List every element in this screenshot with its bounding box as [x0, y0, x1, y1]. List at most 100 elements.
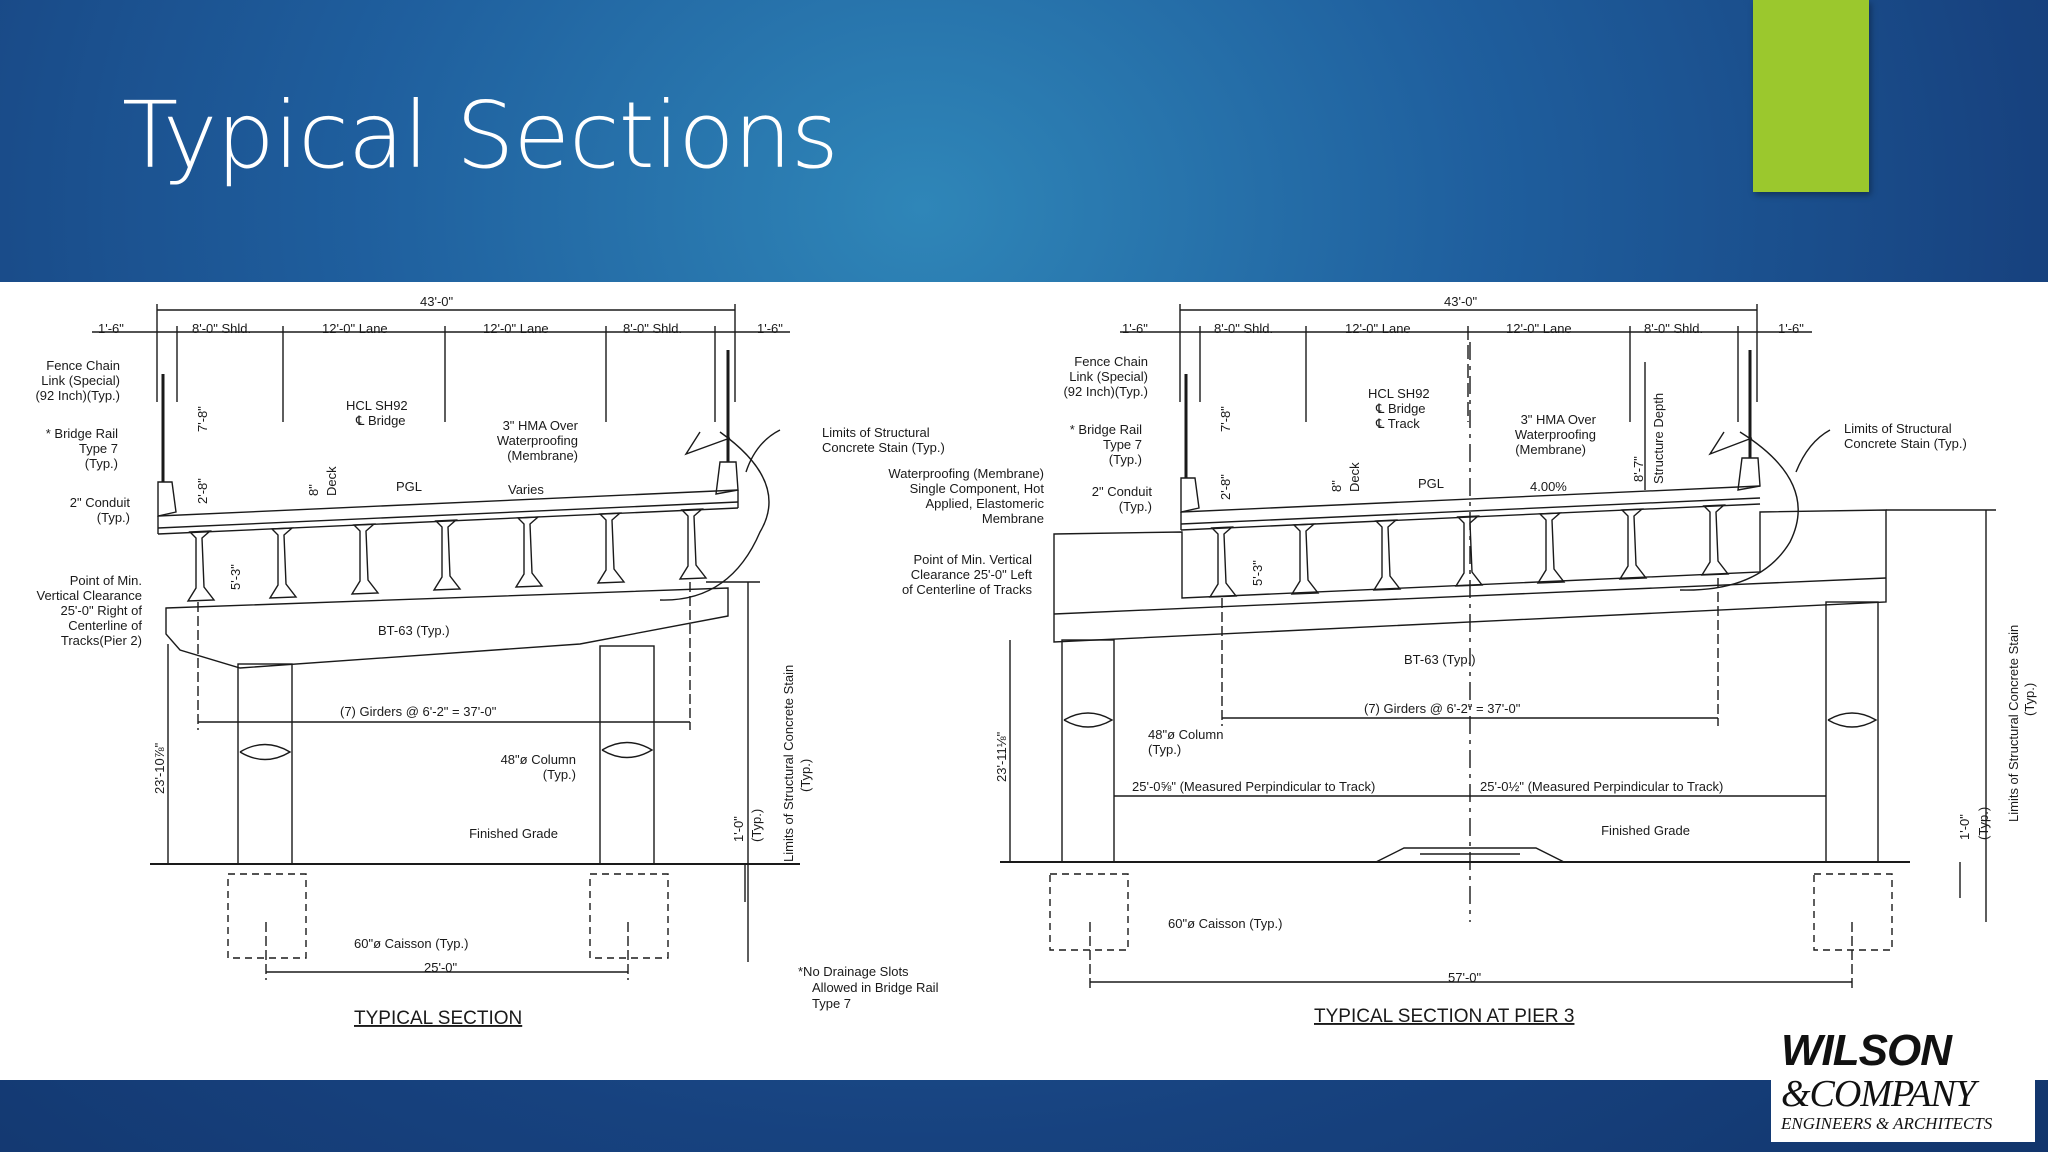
right-waterproof-label-3: Applied, Elastomeric — [926, 496, 1045, 511]
left-hcl-label-1: HCL SH92 — [346, 398, 408, 413]
left-fence-label-1: Fence Chain — [46, 358, 120, 373]
drawing-panel: 43'-0" 1'-6" 8'-0" Shld. 12'-0" Lane 12'… — [0, 282, 2048, 1080]
logo-tagline: ENGINEERS & ARCHITECTS — [1781, 1114, 1993, 1133]
right-conduit-label-1: 2" Conduit — [1092, 484, 1153, 499]
left-dim-one-ft-1: 1'-0" — [731, 816, 746, 842]
left-column-label-2: (Typ.) — [543, 767, 576, 782]
right-rail-label-2: Type 7 — [1103, 437, 1142, 452]
left-dim-height: 23'-10⅞" — [152, 742, 167, 794]
right-fence-label-1: Fence Chain — [1074, 354, 1148, 369]
right-measure-left: 25'-0⅝" (Measured Perpindicular to Track… — [1132, 779, 1375, 794]
left-hma-label-3: (Membrane) — [507, 448, 578, 463]
right-dim-top-6: 1'-6" — [1778, 321, 1804, 336]
left-fence-label-2: Link (Special) — [41, 373, 120, 388]
right-hcl-label-1: HCL SH92 — [1368, 386, 1430, 401]
right-dim-deck-2: Deck — [1347, 462, 1362, 492]
right-dim-top-4: 12'-0" Lane — [1506, 321, 1572, 336]
right-section-labels: 43'-0" 1'-6" 8'-0" Shld. 12'-0" Lane 12'… — [888, 294, 2037, 1027]
right-conduit-label-2: (Typ.) — [1119, 499, 1152, 514]
company-logo: WILSON &COMPANY ENGINEERS & ARCHITECTS — [1771, 1024, 2035, 1142]
right-limits-label-1: Limits of Structural — [1844, 421, 1952, 436]
left-overall-width: 43'-0" — [420, 294, 454, 309]
right-dim-top-5: 8'-0" Shld. — [1644, 321, 1703, 336]
right-column-label-2: (Typ.) — [1148, 742, 1181, 757]
left-hma-label-1: 3" HMA Over — [503, 418, 579, 433]
right-column-label-1: 48"ø Column — [1148, 727, 1223, 742]
right-limits-label-2: Concrete Stain (Typ.) — [1844, 436, 1967, 451]
right-slope: 4.00% — [1530, 479, 1567, 494]
left-limits-vertical-1: Limits of Structural Concrete Stain — [781, 665, 796, 862]
left-dim-spacing: 25'-0" — [424, 960, 458, 975]
right-hcl-label-3: ℄ Track — [1375, 416, 1420, 431]
right-dim-top-2: 8'-0" Shld. — [1214, 321, 1273, 336]
right-section-title: TYPICAL SECTION AT PIER 3 — [1314, 1006, 1574, 1027]
left-dim-top-4: 12'-0" Lane — [483, 321, 549, 336]
left-pgl: PGL — [396, 479, 422, 494]
left-conduit-label-2: (Typ.) — [97, 510, 130, 525]
left-clearance-label-4: Centerline of — [68, 618, 142, 633]
left-dim-fence: 7'-8" — [195, 406, 210, 432]
left-dim-deck-1: 8" — [306, 484, 321, 496]
right-girder-label: BT-63 (Typ.) — [1404, 652, 1476, 667]
logo-wilson: WILSON — [1781, 1026, 1952, 1075]
left-dim-top-6: 1'-6" — [757, 321, 783, 336]
right-dim-one-ft-2: (Typ.) — [1976, 807, 1991, 840]
left-dim-top-2: 8'-0" Shld. — [192, 321, 251, 336]
left-varies: Varies — [508, 482, 544, 497]
right-dim-fence: 7'-8" — [1218, 406, 1233, 432]
right-structure-depth-1: 8'-7" — [1631, 456, 1646, 482]
left-limits-label-1: Limits of Structural — [822, 425, 930, 440]
accent-block — [1753, 0, 1869, 192]
note-line-3: Type 7 — [812, 996, 851, 1011]
right-caisson-label: 60"ø Caisson (Typ.) — [1168, 916, 1282, 931]
note-line-2: Allowed in Bridge Rail — [812, 980, 939, 995]
left-dim-deck-2: Deck — [324, 466, 339, 496]
right-dim-one-ft-1: 1'-0" — [1957, 814, 1972, 840]
right-rail-label-3: (Typ.) — [1109, 452, 1142, 467]
right-hma-label-3: (Membrane) — [1515, 442, 1586, 457]
left-dim-one-ft-2: (Typ.) — [749, 809, 764, 842]
left-rail-label-1: * Bridge Rail — [46, 426, 118, 441]
left-caisson-label: 60"ø Caisson (Typ.) — [354, 936, 468, 951]
left-column-label-1: 48"ø Column — [501, 752, 576, 767]
right-grade-label: Finished Grade — [1601, 823, 1690, 838]
left-clearance-label-2: Vertical Clearance — [37, 588, 143, 603]
right-dim-height: 23'-11⅛" — [994, 731, 1009, 782]
left-dim-top-5: 8'-0" Shld. — [623, 321, 682, 336]
left-hma-label-2: Waterproofing — [497, 433, 578, 448]
right-waterproof-label-1: Waterproofing (Membrane) — [888, 466, 1044, 481]
right-clearance-label-3: of Centerline of Tracks — [902, 582, 1033, 597]
left-hcl-label-2: ℄ Bridge — [355, 413, 406, 428]
right-limits-vertical-1: Limits of Structural Concrete Stain — [2006, 625, 2021, 822]
left-rail-label-3: (Typ.) — [85, 456, 118, 471]
right-clearance-label-2: Clearance 25'-0" Left — [911, 567, 1033, 582]
left-dim-top-1: 1'-6" — [98, 321, 124, 336]
right-hma-label-2: Waterproofing — [1515, 427, 1596, 442]
note-line-1: *No Drainage Slots — [798, 964, 909, 979]
left-clearance-label-3: 25'-0" Right of — [60, 603, 142, 618]
left-rail-label-2: Type 7 — [79, 441, 118, 456]
right-section-drawing — [1000, 304, 1996, 990]
right-overall-width: 43'-0" — [1444, 294, 1478, 309]
right-structure-depth-2: Structure Depth — [1651, 393, 1666, 484]
right-dim-top-3: 12'-0" Lane — [1345, 321, 1411, 336]
right-limits-vertical-2: (Typ.) — [2022, 683, 2037, 716]
right-hcl-label-2: ℄ Bridge — [1375, 401, 1426, 416]
right-dim-spacing: 57'-0" — [1448, 970, 1482, 985]
right-pgl: PGL — [1418, 476, 1444, 491]
right-waterproof-label-2: Single Component, Hot — [910, 481, 1045, 496]
left-dim-girder: 5'-3" — [228, 564, 243, 590]
left-girders-dim: (7) Girders @ 6'-2" = 37'-0" — [340, 704, 497, 719]
left-limits-vertical-2: (Typ.) — [798, 759, 813, 792]
right-measure-right: 25'-0½" (Measured Perpindicular to Track… — [1480, 779, 1723, 794]
left-limits-label-2: Concrete Stain (Typ.) — [822, 440, 945, 455]
slide-title: Typical Sections — [122, 82, 839, 189]
left-grade-label: Finished Grade — [469, 826, 558, 841]
right-fence-label-2: Link (Special) — [1069, 369, 1148, 384]
right-girders-dim: (7) Girders @ 6'-2" = 37'-0" — [1364, 701, 1521, 716]
left-section-drawing — [92, 304, 800, 980]
right-dim-deck-1: 8" — [1329, 480, 1344, 492]
engineering-drawing — [92, 304, 1996, 990]
right-dim-rail: 2'-8" — [1218, 474, 1233, 500]
right-dim-top-1: 1'-6" — [1122, 321, 1148, 336]
